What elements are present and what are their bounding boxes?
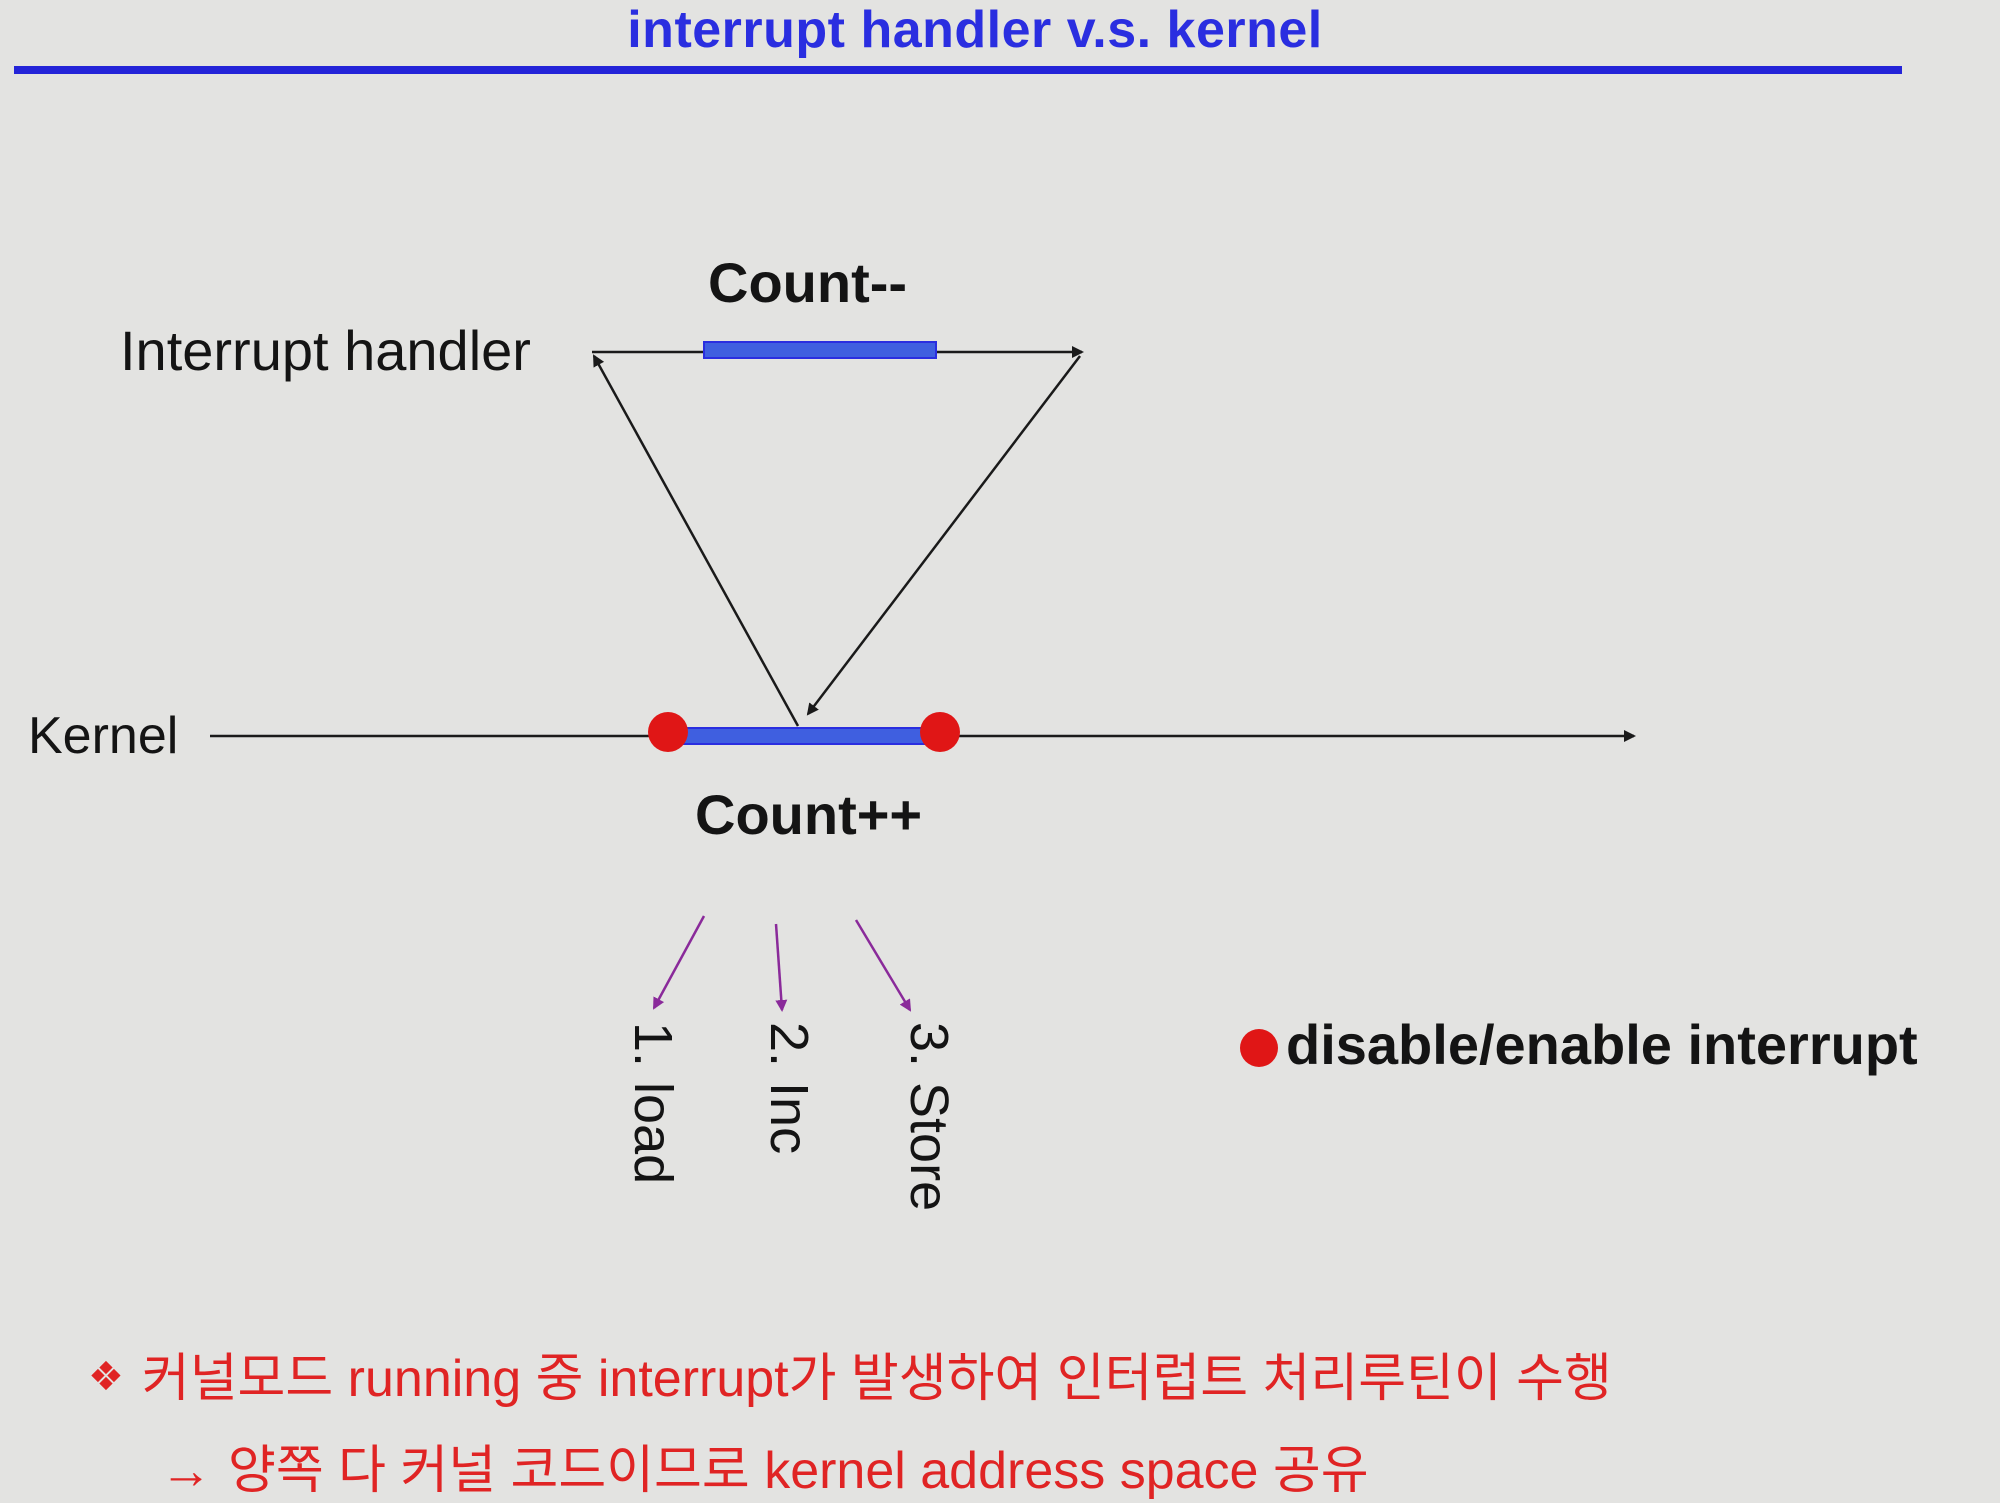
interrupt-entry-arrow [592, 354, 800, 727]
step-load-label: 1. load [623, 1022, 683, 1185]
note-line-2-text: 양쪽 다 커널 코드이므로 kernel address space 공유 [228, 1442, 1369, 1500]
right-arrow-icon: → [160, 1442, 212, 1500]
legend-dot-icon [1240, 1028, 1278, 1067]
diamond-bullet-icon: ❖ [88, 1355, 124, 1399]
interrupt-return-arrow [806, 355, 1081, 716]
step-inc-label: 2. Inc [759, 1022, 819, 1155]
note-line-1-text: 커널모드 running 중 interrupt가 발생하여 인터럽트 처리루틴… [141, 1350, 1612, 1408]
enable-interrupt-dot [920, 712, 960, 752]
step-store-label: 3. Store [899, 1022, 959, 1212]
note-line-1: ❖ 커널모드 running 중 interrupt가 발생하여 인터럽트 처리루… [88, 1336, 1612, 1411]
count-plus-label: Count++ [695, 783, 923, 846]
title-underline [14, 66, 1902, 74]
note-line-2: → 양쪽 다 커널 코드이므로 kernel address space 공유 [160, 1428, 1369, 1503]
step2-arrow [774, 923, 788, 1012]
interrupt-handler-label: Interrupt handler [120, 319, 531, 382]
disable-interrupt-dot [648, 712, 688, 752]
count-plus-bar [667, 727, 941, 745]
step3-arrow [854, 919, 912, 1012]
count-minus-bar [703, 341, 937, 359]
legend: disable/enable interrupt [1240, 1012, 1918, 1077]
kernel-label: Kernel [28, 707, 179, 765]
slide-title: interrupt handler v.s. kernel [627, 1, 1323, 59]
step1-arrow [652, 915, 706, 1010]
legend-text: disable/enable interrupt [1286, 1013, 1918, 1076]
count-minus-label: Count-- [708, 251, 908, 314]
